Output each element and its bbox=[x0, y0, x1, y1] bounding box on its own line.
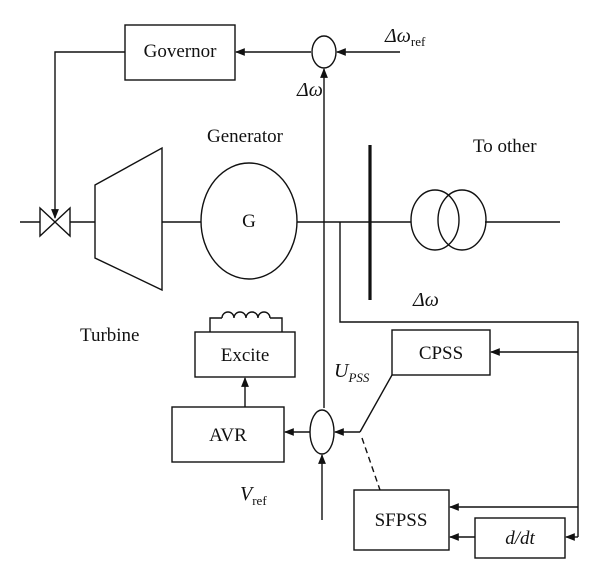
avr-block: AVR bbox=[171, 406, 285, 463]
cpss-switch-line bbox=[359, 374, 393, 433]
exciter-coil bbox=[209, 311, 283, 332]
cpss-label: CPSS bbox=[419, 343, 463, 364]
sfpss-switch-dashed-line bbox=[361, 437, 381, 491]
generator-symbol: G bbox=[242, 211, 256, 232]
delta-omega-top-label: Δω bbox=[296, 79, 323, 101]
to-other-label: To other bbox=[473, 136, 537, 157]
delta-omega-right-label: Δω bbox=[412, 289, 439, 311]
transformer-symbol bbox=[410, 189, 487, 251]
avr-label: AVR bbox=[209, 425, 247, 446]
top-summing-junction bbox=[311, 35, 337, 69]
sfpss-block: SFPSS bbox=[353, 489, 450, 551]
sfpss-label: SFPSS bbox=[375, 510, 428, 531]
excite-label: Excite bbox=[221, 345, 270, 366]
delta-omega-ref-label: Δωref bbox=[384, 25, 426, 49]
lower-summing-junction bbox=[309, 409, 335, 455]
ddt-block: d/dt bbox=[474, 517, 566, 559]
cpss-block: CPSS bbox=[391, 329, 491, 376]
turbine-label: Turbine bbox=[80, 325, 139, 346]
u-pss-label: UPSS bbox=[334, 360, 370, 385]
governor-to-valve-line bbox=[51, 51, 125, 219]
generator-label: Generator bbox=[207, 126, 284, 147]
turbine-shape bbox=[94, 146, 163, 292]
v-ref-label: Vref bbox=[240, 483, 267, 508]
generator-circle bbox=[200, 162, 298, 280]
governor-label: Governor bbox=[144, 41, 217, 62]
excite-block: Excite bbox=[194, 331, 296, 378]
ddt-label: d/dt bbox=[505, 528, 535, 549]
governor-block: Governor bbox=[124, 24, 236, 81]
delta-omega-measurement-line bbox=[339, 222, 579, 537]
